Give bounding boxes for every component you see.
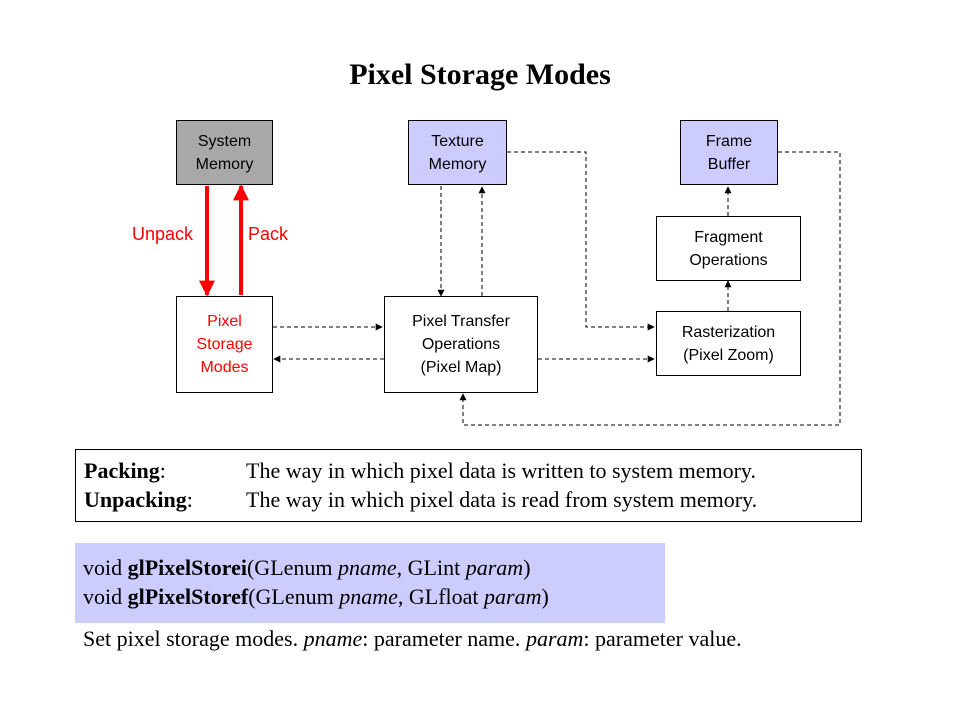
definition-text: The way in which pixel data is read from… — [246, 487, 758, 512]
frame-buffer-box: Frame Buffer — [680, 120, 778, 185]
description-note: Set pixel storage modes. pname: paramete… — [83, 626, 742, 651]
definitions-box: Packing: The way in which pixel data is … — [75, 449, 862, 522]
signature-line: void glPixelStorei(GLenum pname, GLint p… — [83, 555, 531, 580]
definition-row: Unpacking: The way in which pixel data i… — [84, 487, 758, 512]
pixel-storage-modes-box: Pixel Storage Modes — [176, 296, 273, 393]
function-name: glPixelStoref — [127, 584, 249, 609]
fragment-operations-box: Fragment Operations — [656, 216, 801, 281]
framebuffer-to-transfer-arrow — [459, 151, 841, 426]
pack-label: Pack — [248, 224, 289, 244]
signature-line: void glPixelStoref(GLenum pname, GLfloat… — [83, 584, 549, 609]
rasterization-box: Rasterization (Pixel Zoom) — [656, 311, 801, 376]
definition-row: Packing: The way in which pixel data is … — [84, 458, 756, 483]
unpack-label: Unpack — [132, 224, 194, 244]
function-name: glPixelStorei — [127, 555, 247, 580]
definition-term: Packing — [84, 458, 160, 483]
page-title: Pixel Storage Modes — [349, 58, 611, 91]
definition-text: The way in which pixel data is written t… — [246, 458, 756, 483]
definition-term: Unpacking — [84, 487, 187, 512]
texture-to-raster-arrow — [507, 151, 655, 331]
function-signatures-box: void glPixelStorei(GLenum pname, GLint p… — [75, 543, 665, 623]
pixel-transfer-box: Pixel Transfer Operations (Pixel Map) — [384, 296, 538, 393]
system-memory-box: System Memory — [176, 120, 273, 185]
texture-memory-box: Texture Memory — [408, 120, 507, 185]
